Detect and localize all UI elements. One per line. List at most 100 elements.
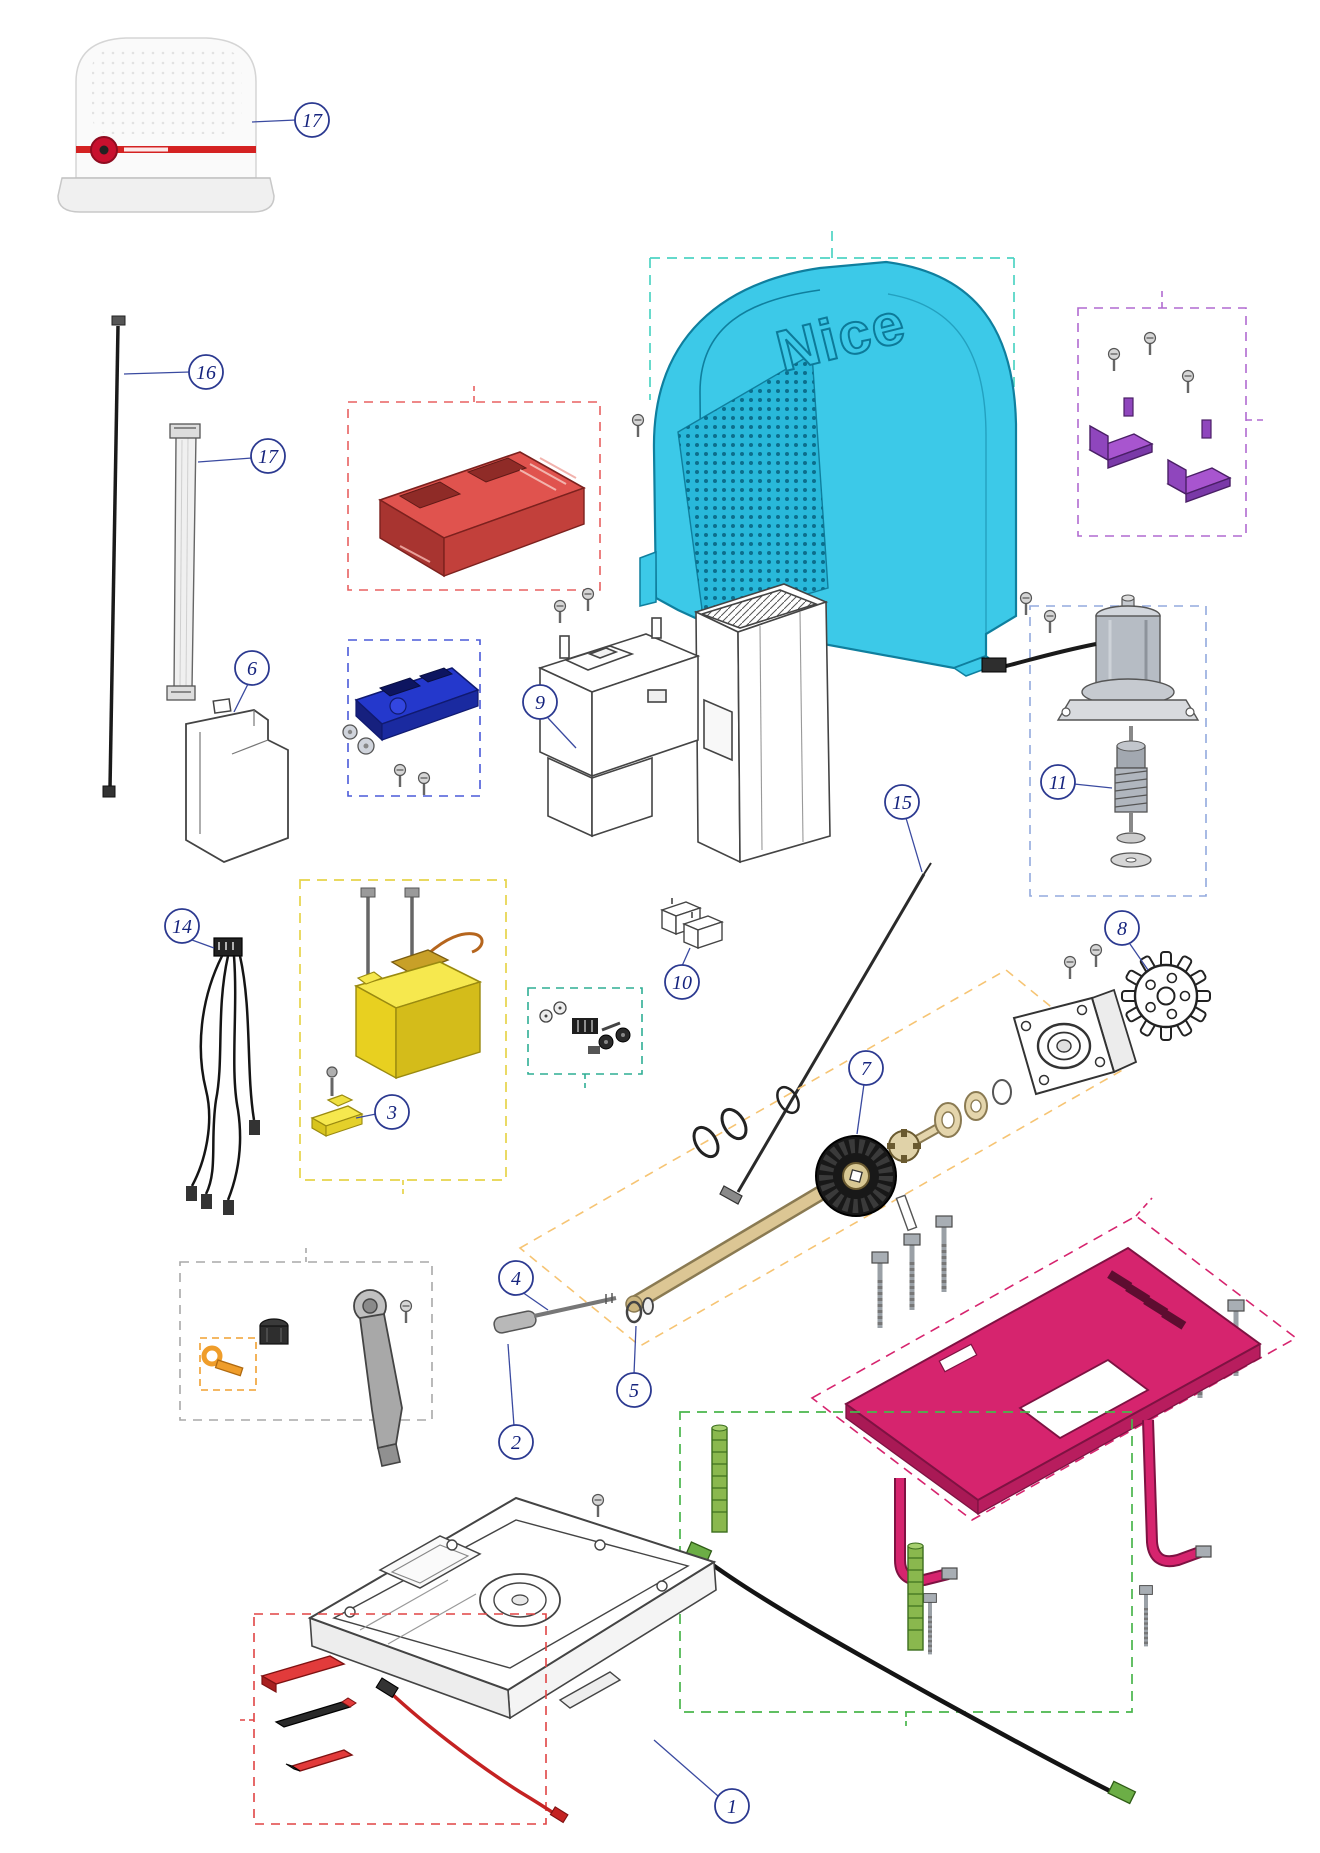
callout-9-gearmotor-body: 9 — [522, 684, 558, 720]
callout-3-terminal: 3 — [374, 1094, 410, 1130]
bearing-plate — [1012, 988, 1138, 1096]
base-chassis-1 — [307, 1493, 717, 1720]
limit-cable — [704, 1558, 1114, 1795]
seal-ring — [776, 1085, 800, 1115]
release-boundary — [179, 1261, 433, 1421]
transformer-group — [299, 879, 507, 1198]
harness-terminal — [223, 1200, 234, 1215]
purple-spacer — [1123, 397, 1134, 417]
connector-10 — [660, 898, 724, 950]
plate-boundary — [810, 1215, 1298, 1521]
photo-cover-texture — [92, 50, 242, 134]
purple-brackets-group — [1077, 290, 1264, 537]
harness-terminal — [249, 1120, 260, 1135]
black-bar — [274, 1697, 357, 1728]
coil-bracket — [390, 949, 450, 975]
motor-wire — [1005, 642, 1097, 668]
harness-terminal — [186, 1186, 197, 1201]
motor-body — [1095, 615, 1161, 689]
callout-17-ribbon-cable: 17 — [250, 438, 286, 474]
control-board-boundary — [347, 401, 601, 591]
cover-left-tab — [639, 550, 657, 607]
drive-gear — [815, 1135, 897, 1217]
callout-label: 3 — [386, 1102, 397, 1124]
callout-11-worm-gear: 11 — [1040, 764, 1076, 800]
callout-4-release-rod: 4 — [498, 1260, 534, 1296]
body-grille — [699, 589, 819, 629]
photo-base — [57, 177, 275, 213]
small-parts-group — [527, 987, 643, 1092]
coil-wire — [427, 932, 484, 956]
worm-gear-11 — [1110, 726, 1152, 868]
bracket-6 — [185, 698, 289, 863]
threaded-post — [907, 1542, 924, 1651]
radio-boundary — [253, 1613, 547, 1825]
terminal-3 — [310, 1066, 364, 1137]
callout-label: 4 — [511, 1268, 521, 1290]
anchor-group — [662, 1411, 1137, 1805]
red-bar — [260, 1655, 346, 1694]
seal-ring — [720, 1107, 748, 1141]
gearmotor-body-9 — [537, 583, 831, 864]
shaft-boundary — [518, 969, 1128, 1347]
callout-label: 15 — [892, 792, 912, 814]
radio-parts-group — [236, 1613, 569, 1825]
drive-shaft-assembly-7 — [518, 943, 1138, 1347]
callout-label: 11 — [1049, 772, 1068, 794]
plate-opening — [1018, 1358, 1150, 1440]
plate-leg-left — [894, 1478, 958, 1587]
pinion-gear-8 — [1121, 951, 1211, 1041]
cover-boundary — [649, 230, 1015, 400]
transformer-side — [395, 981, 481, 1079]
ribbon-cable-17 — [166, 423, 201, 701]
callout-6-bracket: 6 — [234, 650, 270, 686]
wiring-harness-14 — [186, 937, 260, 1215]
release-lever-2 — [353, 1289, 413, 1467]
callout-14-wiring: 14 — [164, 908, 200, 944]
plate-leg-right — [1142, 1419, 1212, 1568]
callout-5-washer: 5 — [616, 1372, 652, 1408]
cover-screw-icon — [631, 413, 645, 439]
motor-base-plate — [1056, 699, 1200, 721]
callout-15-rod: 15 — [884, 784, 920, 820]
callout-label: 17 — [302, 110, 323, 132]
castellated-coupler — [887, 1129, 921, 1163]
release-knob — [259, 1318, 289, 1345]
washer-5 — [625, 1297, 654, 1324]
antenna-tip — [549, 1806, 569, 1824]
antenna-cable — [390, 1692, 559, 1818]
red-bar-small — [285, 1749, 354, 1772]
callout-label: 8 — [1117, 918, 1127, 940]
motor-wire-connector — [981, 657, 1007, 673]
key-boundary — [199, 1337, 257, 1391]
callout-label: 1 — [727, 1796, 737, 1818]
callout-10-connector: 10 — [664, 964, 700, 1000]
cover-group: Nice — [631, 230, 1057, 677]
callout-label: 5 — [629, 1380, 639, 1402]
callout-label: 6 — [247, 658, 257, 680]
transformer-boundary — [299, 879, 507, 1181]
cover-screw-icon — [1043, 609, 1057, 635]
bracket-left — [1088, 424, 1154, 469]
pcb-boundary — [347, 639, 481, 797]
callout-label: 16 — [196, 362, 216, 384]
release-group — [179, 1246, 654, 1467]
release-rod-4 — [493, 1293, 617, 1334]
power-pcb-group — [342, 639, 481, 797]
cover-grille-dots — [678, 354, 828, 624]
callout-label: 17 — [258, 446, 279, 468]
callout-8-pinion-gear: 8 — [1104, 910, 1140, 946]
shaft-pin — [895, 1194, 918, 1232]
plate-label — [938, 1343, 978, 1373]
motor-group — [981, 594, 1207, 897]
cable-connector — [1107, 1780, 1137, 1805]
washer-ring — [992, 1079, 1012, 1105]
rod-15 — [719, 862, 932, 1205]
callout-label: 9 — [535, 692, 545, 714]
photo-stripe-label — [124, 147, 168, 152]
seal-ring — [692, 1125, 720, 1159]
callout-16-rod: 16 — [188, 354, 224, 390]
ribbon-connector-top — [169, 423, 201, 439]
